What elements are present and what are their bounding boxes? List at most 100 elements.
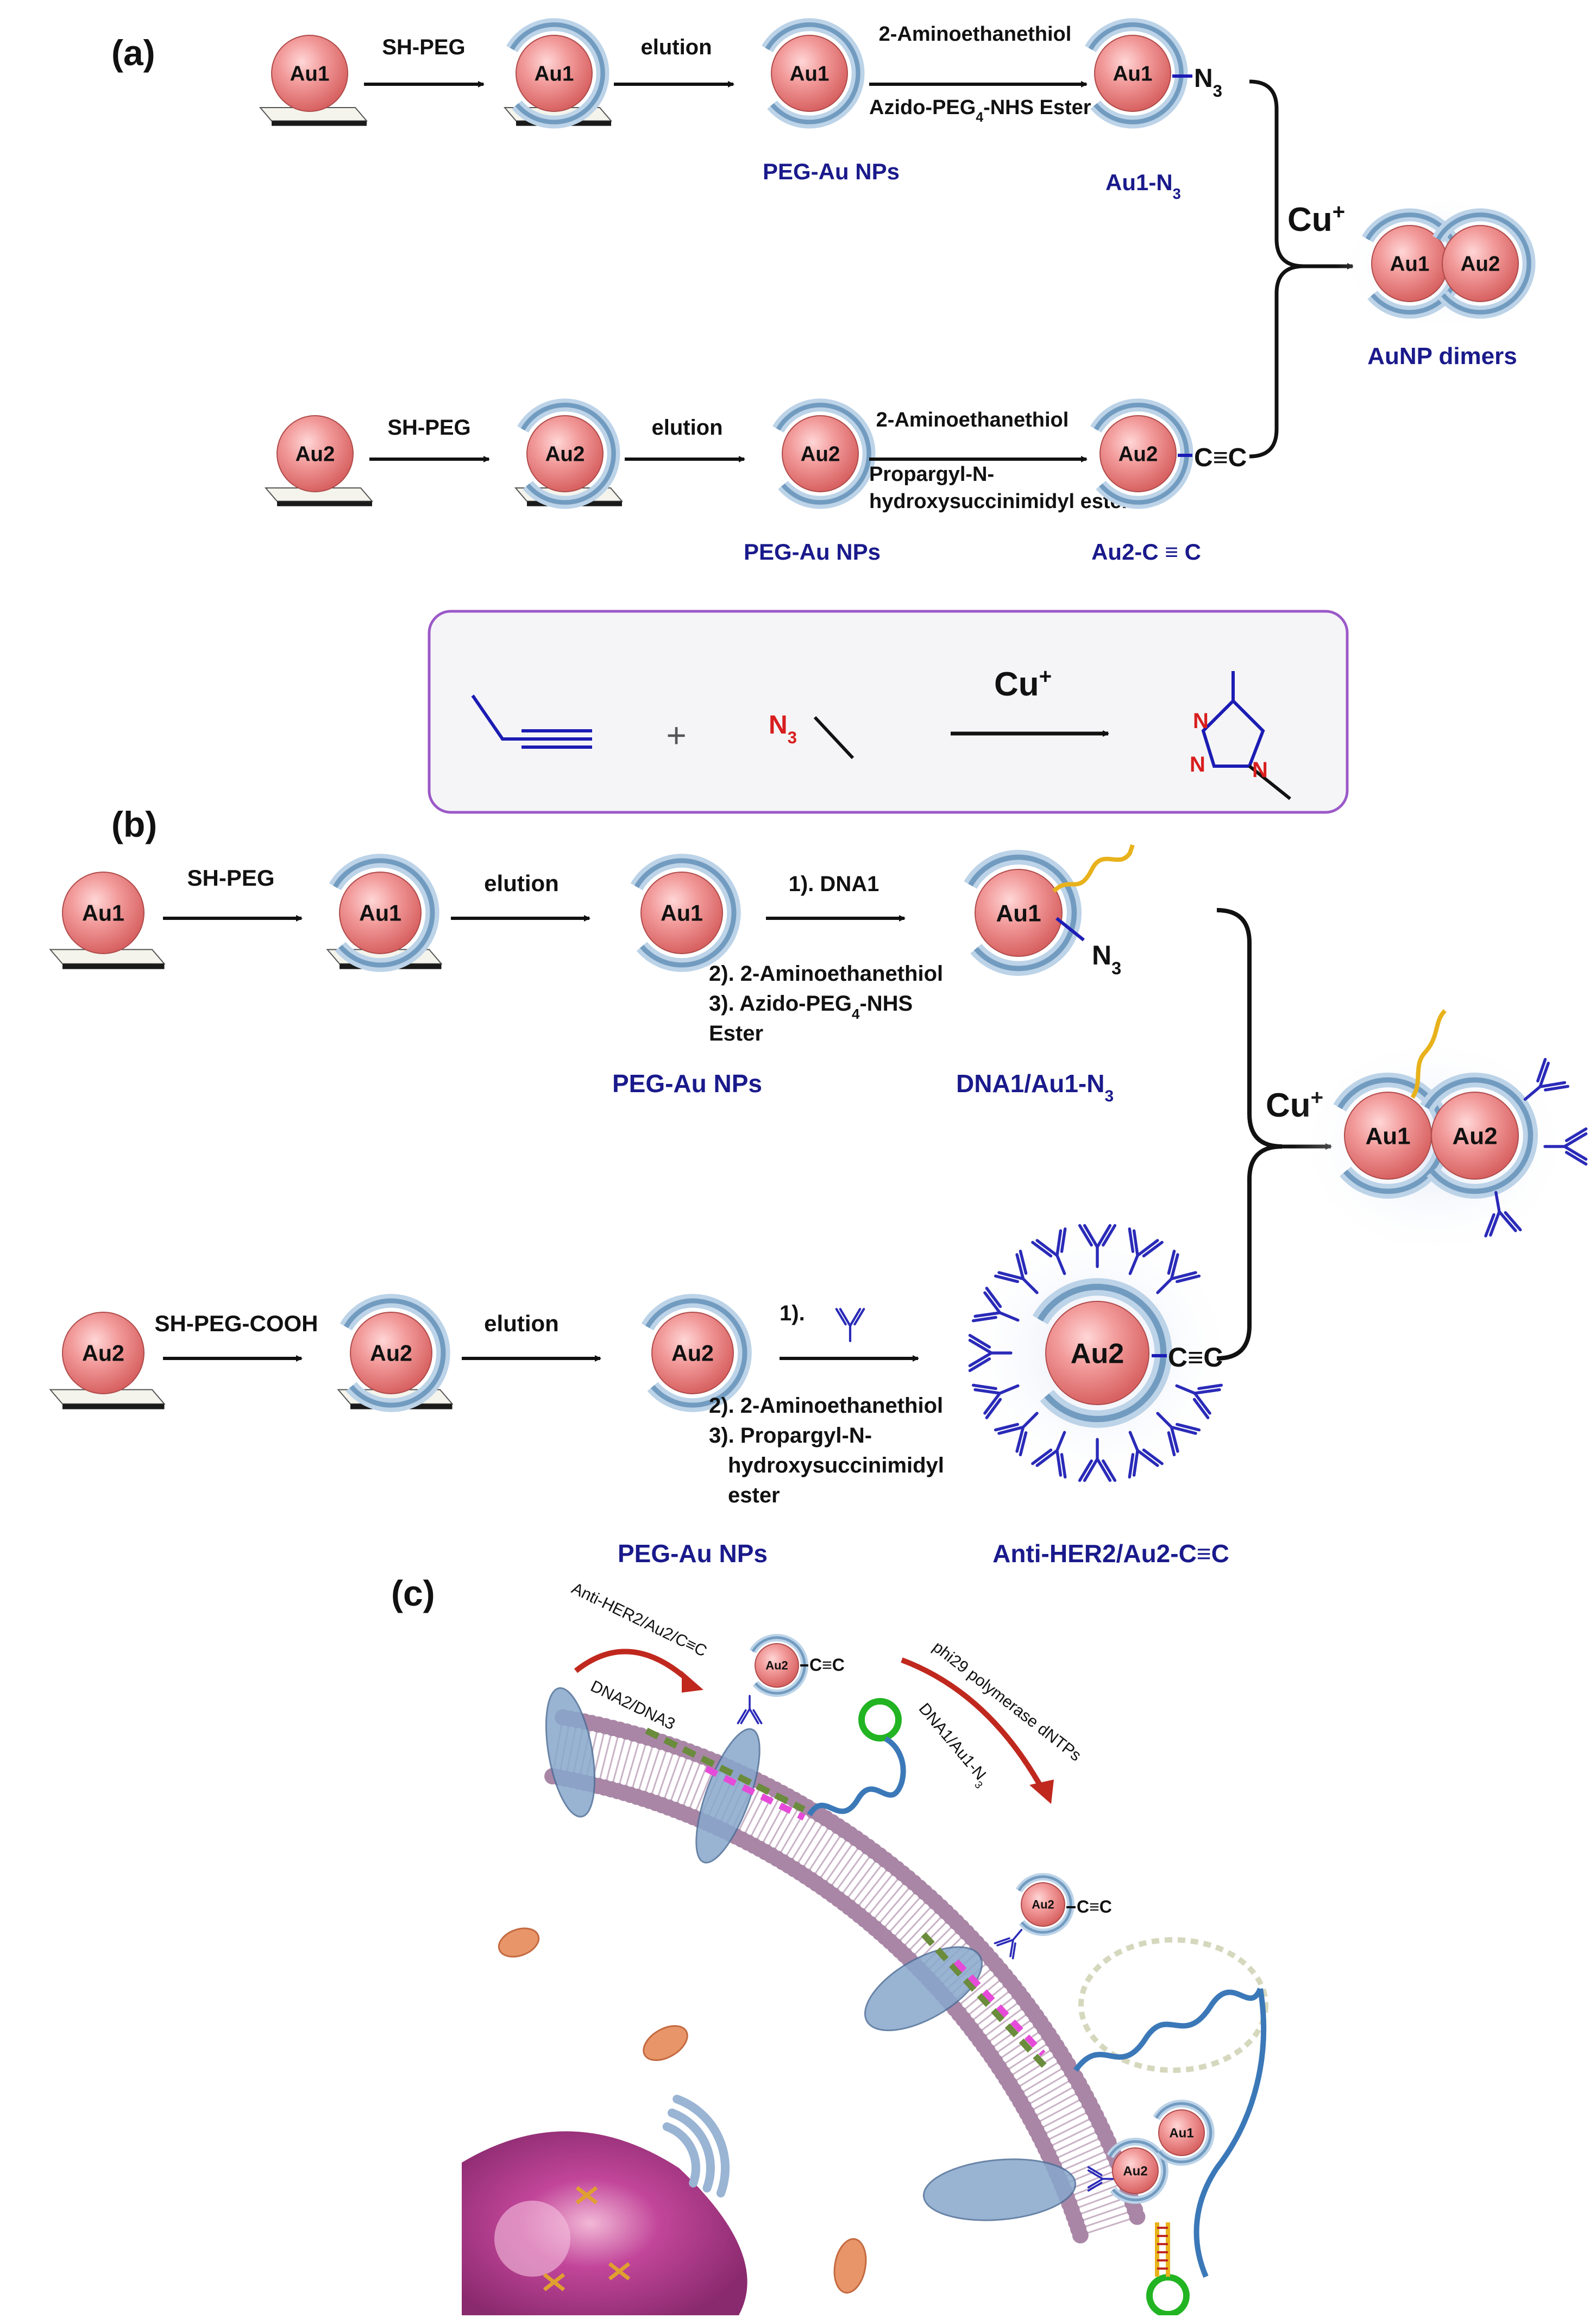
azide-label: N3	[769, 711, 797, 747]
step-label: SH-PEG-COOH	[154, 1311, 318, 1336]
lipid-tail	[979, 2003, 1028, 2041]
lipid-tail	[788, 1814, 821, 1866]
alkyne-group-label: C≡C	[1168, 1342, 1223, 1373]
lipid-tail	[642, 1741, 663, 1799]
antibody-icon	[971, 1287, 1020, 1323]
lipid-tail	[623, 1735, 642, 1794]
np-au2-probe: Au2	[749, 1634, 808, 1697]
antibody-arms	[1078, 1438, 1117, 1482]
azide-bond	[1055, 917, 1085, 942]
gold-core	[1442, 225, 1519, 302]
mitochondrion	[643, 2025, 688, 2061]
label-subscript: 3	[1213, 82, 1222, 101]
lipid-tail	[889, 1896, 931, 1942]
lipid-tail	[799, 1821, 833, 1874]
step-label: elution	[484, 1311, 559, 1336]
red-curved-arrow	[574, 1649, 692, 1684]
antibody-arms	[1128, 1227, 1164, 1275]
antibody-arms	[994, 1928, 1023, 1959]
triazole-n: N	[1252, 758, 1268, 782]
np-au2-bare: Au2	[277, 415, 354, 492]
dna1-strand	[1410, 1009, 1447, 1099]
antibody-arms	[994, 1412, 1039, 1457]
caption-au1-n3: Au1-N3	[1105, 170, 1181, 202]
lipid-tail	[1078, 2209, 1135, 2230]
chromosome	[575, 2186, 598, 2204]
antibody-icon	[1156, 1412, 1201, 1457]
lipid-tail	[1026, 2083, 1080, 2114]
caption-peg-au: PEG-Au NPs	[618, 1539, 768, 1568]
nanoparticle-label: Au2	[370, 1340, 412, 1365]
lipid-tail	[1033, 2096, 1086, 2126]
nanoparticle-label: Au1	[82, 900, 124, 925]
lipid-tail	[1013, 2058, 1065, 2091]
lipid-tail	[1036, 2102, 1090, 2132]
nanoparticle-label: Au2	[1461, 252, 1500, 275]
gold-core	[271, 35, 348, 112]
peg-shell-edge	[332, 858, 435, 968]
nanoparticle-label: Au1	[661, 900, 703, 925]
peg-shell-edge	[765, 22, 860, 124]
lipid-tail	[1042, 2115, 1097, 2144]
dimer-au2: Au2	[1420, 1073, 1538, 1199]
nanoparticle-label: Au1	[1169, 2126, 1193, 2140]
nanoparticle-label: Au1	[1113, 62, 1153, 85]
mitochondrion	[833, 2238, 867, 2294]
antibody-icon	[1543, 1127, 1588, 1166]
antibody-arms	[1087, 2166, 1117, 2192]
np-au1-bare: Au1	[62, 872, 144, 954]
np-au1-bare: Au1	[271, 35, 348, 112]
step-label: SH-PEG	[187, 865, 274, 891]
nanoparticle-label: Au1	[535, 62, 574, 85]
lipid-tail	[995, 2027, 1045, 2063]
nanoparticle-label: Au2	[545, 442, 585, 466]
lipid-tail	[1023, 2077, 1076, 2108]
gold-core	[339, 872, 422, 954]
caption-dimers: AuNP dimers	[1367, 343, 1517, 369]
label-main: N	[1092, 940, 1111, 970]
substrate-edge	[272, 121, 367, 126]
her2-receptor	[922, 2158, 1077, 2221]
lipid-tail	[793, 1818, 827, 1870]
gold-core	[1112, 2147, 1159, 2194]
peg-shell-edge	[968, 854, 1077, 972]
padlock-probe	[858, 1698, 902, 1741]
dna1-strand	[1052, 844, 1135, 893]
triazole-n: N	[1190, 753, 1205, 776]
np-au1-n3: Au1	[1085, 18, 1188, 129]
antibody-arms	[994, 1249, 1039, 1294]
label-main: Azido-PEG	[869, 96, 976, 119]
antibody-icon	[1128, 1227, 1164, 1275]
lipid-tail	[879, 1887, 920, 1933]
peg-shell-edge	[1424, 1077, 1534, 1194]
lipid-tail	[1051, 2134, 1106, 2162]
step-label: SH-PEG	[387, 416, 470, 440]
np-au1-eluted: Au1	[762, 18, 865, 129]
antibody-icon	[1078, 1438, 1117, 1482]
lipid-tail	[735, 1782, 763, 1837]
peg-shell-edge	[1155, 2102, 1212, 2164]
lipid-tail	[753, 1792, 783, 1846]
nanoparticle-label: Au1	[996, 900, 1041, 926]
antibody-arms	[1523, 1058, 1569, 1101]
dna-hybrid	[807, 1736, 906, 1816]
label-superscript: +	[1039, 664, 1052, 688]
label-tail: -NHS	[859, 992, 913, 1016]
nanoparticle-label: Au2	[1452, 1123, 1497, 1149]
peg-shell-edge	[520, 403, 616, 505]
antibody-arms	[971, 1287, 1020, 1323]
peg-shell-edge	[1109, 2140, 1166, 2202]
caption-peg-au: PEG-Au NPs	[744, 539, 881, 565]
antibody-icon	[971, 1383, 1020, 1419]
lipid-tail	[1020, 2070, 1072, 2102]
reagent-label: 1).	[780, 1301, 805, 1325]
dna2-probe	[921, 1932, 1051, 2073]
gold-core	[1094, 35, 1171, 112]
peg-shell-edge	[343, 1298, 446, 1408]
lipid-tail	[1080, 2216, 1138, 2236]
peg-shell-edge	[1088, 22, 1184, 124]
lipid-tail	[1029, 2089, 1083, 2120]
step-label: SH-PEG	[382, 35, 465, 59]
endoplasmic-reticulum	[662, 2122, 700, 2188]
